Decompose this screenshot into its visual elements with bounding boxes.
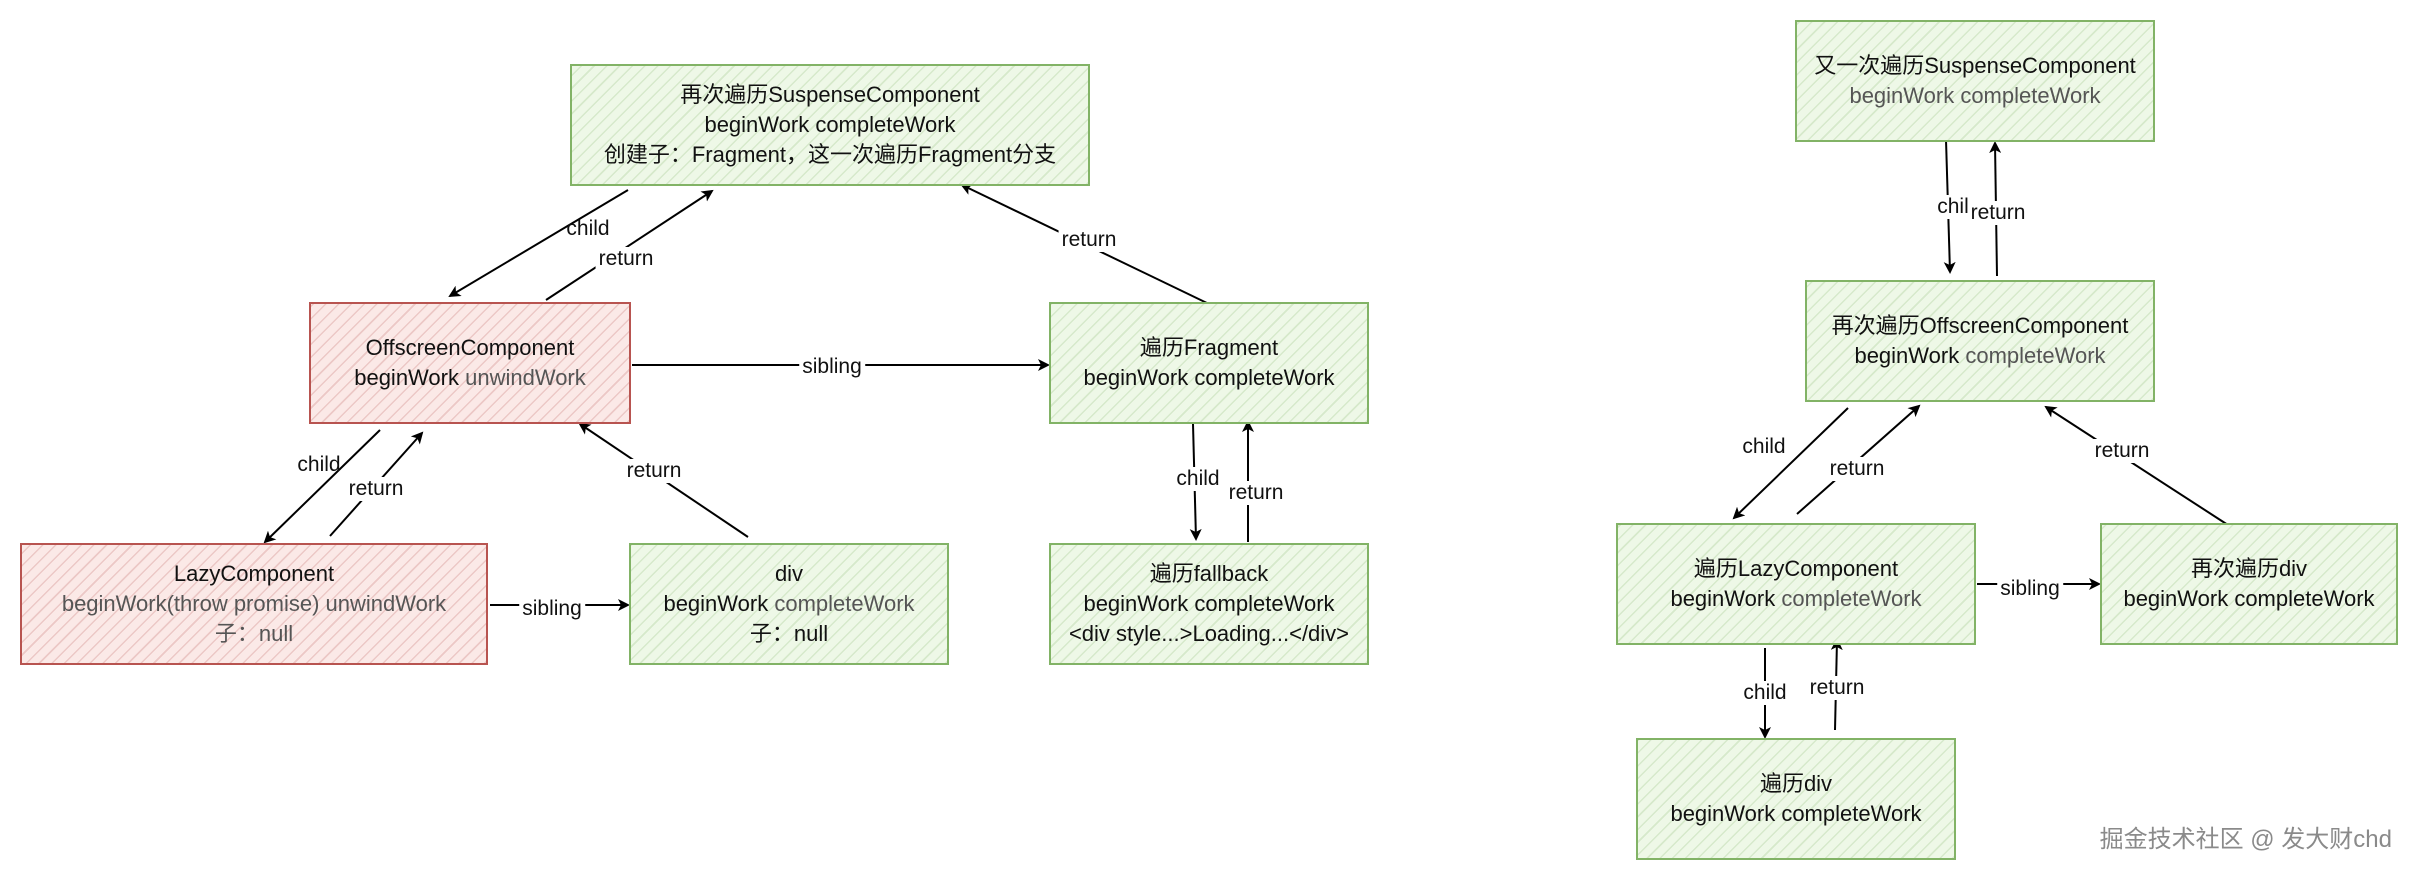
right-lazy-phase: completeWork (1781, 586, 1922, 611)
offscreen-phases: beginWork unwindWork (354, 363, 586, 393)
label-child-offscreen-lazy: child (297, 453, 341, 476)
lazy-phases: beginWork(throw promise) unwindWork (61, 591, 447, 616)
right-suspense-title: 又一次遍历SuspenseComponent (1814, 53, 2136, 78)
label-child-rlazy-rdiv: child (1740, 681, 1790, 705)
label-return-fragment-suspense: return (1058, 228, 1120, 252)
watermark: 掘金技术社区 @ 发大财chd (2099, 826, 2392, 853)
label-return-rdiv2-roffscreen: return (2091, 439, 2153, 463)
suspense-phases: beginWork completeWork (704, 112, 956, 137)
fragment-phases: beginWork completeWork (1083, 365, 1335, 390)
label-child-rsuspense-roffscreen: chil (1934, 195, 1972, 219)
right-div-title: 遍历div (1759, 771, 1833, 796)
fallback-title: 遍历fallback (1149, 561, 1269, 586)
node-right-div-again: 再次遍历div beginWork completeWork (2100, 523, 2398, 645)
right-div2-phases: beginWork completeWork (2123, 586, 2375, 611)
fragment-title: 遍历Fragment (1139, 335, 1279, 360)
offscreen-begin: beginWork (354, 365, 459, 390)
label-return-lazy-offscreen: return (345, 477, 407, 501)
label-return-fallback-fragment: return (1225, 481, 1287, 505)
node-div: div beginWork completeWork 子：null (629, 543, 949, 665)
label-sibling-offscreen-fragment: sibling (799, 355, 865, 379)
label-child-fragment-fallback: child (1173, 467, 1223, 491)
node-suspense-component: 再次遍历SuspenseComponent beginWork complete… (570, 64, 1090, 186)
label-child-roffscreen-rlazy: child (1742, 435, 1786, 458)
right-offscreen-phases: beginWork completeWork (1854, 341, 2105, 371)
right-offscreen-begin: beginWork (1854, 343, 1960, 368)
right-offscreen-phase: completeWork (1965, 343, 2106, 368)
label-return-roffscreen-rsuspense: return (1967, 201, 2029, 225)
label-return-offscreen-suspense: return (595, 247, 657, 271)
suspense-title: 再次遍历SuspenseComponent (680, 82, 980, 107)
lazy-children-note: 子：null (214, 621, 294, 646)
right-div2-title: 再次遍历div (2190, 556, 2308, 581)
label-child-suspense-offscreen: child (566, 217, 610, 240)
label-sibling-lazy-div: sibling (519, 597, 585, 621)
div-children-note: 子：null (749, 621, 829, 646)
edge-suspense-offscreen-child (448, 189, 629, 298)
offscreen-phase: unwindWork (465, 365, 586, 390)
right-lazy-title: 遍历LazyComponent (1693, 556, 1899, 581)
fallback-content: <div style...>Loading...</div> (1068, 621, 1350, 646)
node-lazy-component: LazyComponent beginWork(throw promise) u… (20, 543, 488, 665)
node-right-suspense-component: 又一次遍历SuspenseComponent beginWork complet… (1795, 20, 2155, 142)
edge-offscreen-suspense-return (545, 189, 714, 301)
div-phase: completeWork (774, 591, 915, 616)
node-right-lazy-component: 遍历LazyComponent beginWork completeWork (1616, 523, 1976, 645)
label-sibling-rlazy-rdiv2: sibling (1997, 577, 2063, 601)
label-return-rdiv-rlazy: return (1806, 676, 1868, 700)
div-phases: beginWork completeWork (663, 589, 914, 619)
div-begin: beginWork (663, 591, 769, 616)
label-return-div-offscreen: return (623, 459, 685, 483)
fallback-phases: beginWork completeWork (1083, 591, 1335, 616)
node-fragment: 遍历Fragment beginWork completeWork (1049, 302, 1369, 424)
right-lazy-begin: beginWork (1670, 586, 1776, 611)
node-fallback: 遍历fallback beginWork completeWork <div s… (1049, 543, 1369, 665)
right-offscreen-title: 再次遍历OffscreenComponent (1831, 313, 2129, 338)
right-suspense-phases: beginWork completeWork (1849, 83, 2101, 108)
lazy-title: LazyComponent (173, 561, 335, 586)
edge-rdiv2-roffscreen-return (2044, 405, 2229, 526)
offscreen-title: OffscreenComponent (365, 335, 575, 360)
node-offscreen-component: OffscreenComponent beginWork unwindWork (309, 302, 631, 424)
label-return-rlazy-roffscreen: return (1826, 457, 1888, 481)
suspense-children-note: 创建子：Fragment，这一次遍历Fragment分支 (603, 142, 1057, 167)
node-right-offscreen-component: 再次遍历OffscreenComponent beginWork complet… (1805, 280, 2155, 402)
right-lazy-phases: beginWork completeWork (1670, 584, 1921, 614)
div-title: div (774, 561, 804, 586)
node-right-div: 遍历div beginWork completeWork (1636, 738, 1956, 860)
right-div-phases: beginWork completeWork (1670, 801, 1922, 826)
